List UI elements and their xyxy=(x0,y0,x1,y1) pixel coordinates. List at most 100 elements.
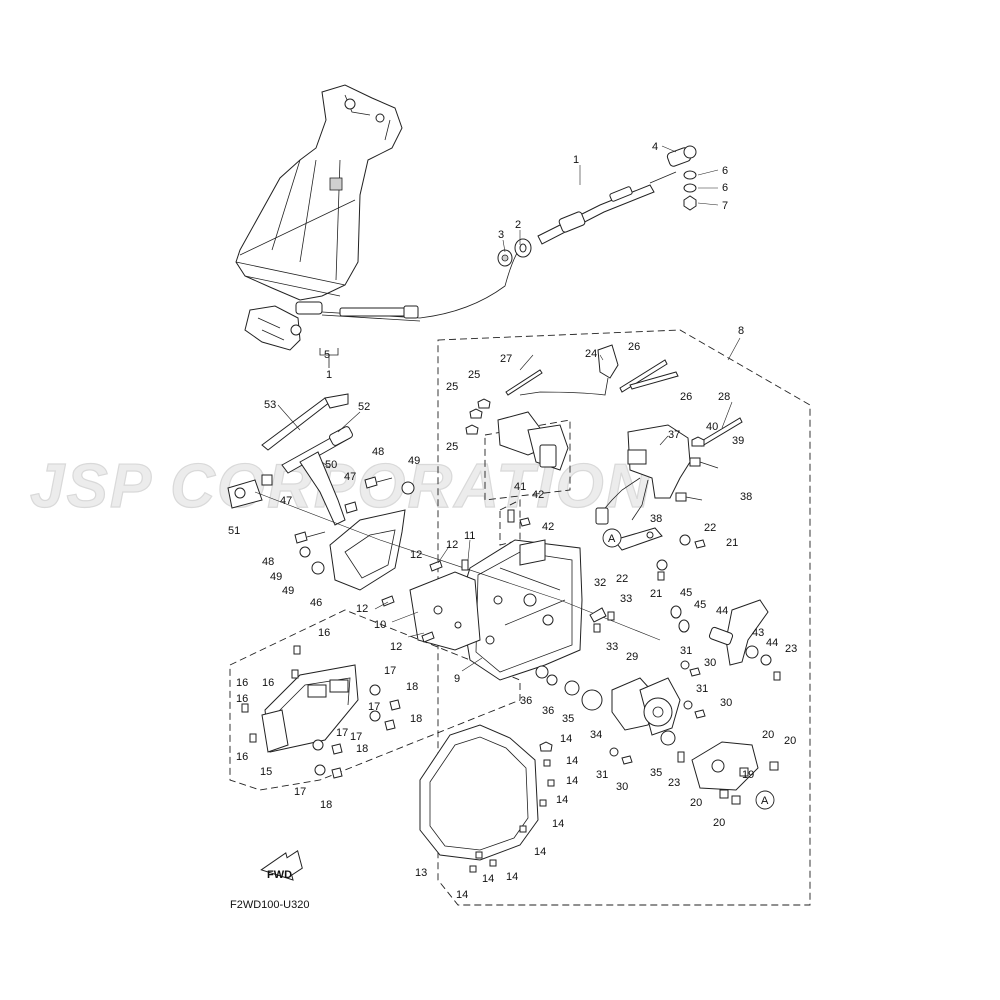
diagram-code: F2WD100-U320 xyxy=(230,899,309,911)
callout-14d: 14 xyxy=(556,794,568,806)
callout-20c: 20 xyxy=(690,797,702,809)
callout-31c: 31 xyxy=(596,769,608,781)
callout-17d: 17 xyxy=(350,731,362,743)
callout-16b: 16 xyxy=(262,677,274,689)
callout-31a: 31 xyxy=(680,645,692,657)
callout-50: 50 xyxy=(325,459,337,471)
ecu-bolts xyxy=(312,684,401,779)
callout-17b: 17 xyxy=(368,701,380,713)
lever-links xyxy=(227,393,353,526)
callout-46: 46 xyxy=(310,597,322,609)
callout-26a: 26 xyxy=(628,341,640,353)
ref-bracket-5 xyxy=(319,348,339,368)
callout-33a: 33 xyxy=(620,593,632,605)
trim-actuator xyxy=(595,424,691,551)
callout-18d: 18 xyxy=(320,799,332,811)
callout-5: 5 xyxy=(324,349,330,361)
callout-42a: 42 xyxy=(532,489,544,501)
bracket-bolts xyxy=(381,559,469,643)
callout-29: 29 xyxy=(626,651,638,663)
callout-13: 13 xyxy=(415,867,427,879)
callout-45b: 45 xyxy=(694,599,706,611)
callout-37: 37 xyxy=(668,429,680,441)
callout-11: 11 xyxy=(464,530,475,542)
callout-30b: 30 xyxy=(720,697,732,709)
callout-14b: 14 xyxy=(566,755,578,767)
fwd-arrow: FWD xyxy=(260,849,303,881)
callout-33b: 33 xyxy=(606,641,618,653)
callout-40: 40 xyxy=(706,421,718,433)
cable-ties xyxy=(505,359,743,447)
callout-48b: 48 xyxy=(262,556,274,568)
callout-16e: 16 xyxy=(236,751,248,763)
assembly-boundary-ecu xyxy=(229,609,521,791)
control-cable xyxy=(321,171,677,322)
ecu-screws xyxy=(241,645,301,743)
callout-28: 28 xyxy=(718,391,730,403)
callout-8: 8 xyxy=(738,325,744,337)
callout-circle-a-bottom: A xyxy=(755,790,775,810)
callout-14g: 14 xyxy=(482,873,494,885)
callout-25b: 25 xyxy=(468,369,480,381)
output-lever xyxy=(670,599,772,666)
callout-47a: 47 xyxy=(344,471,356,483)
callout-6a: 6 xyxy=(722,165,728,177)
callout-7: 7 xyxy=(722,200,728,212)
callout-5-ref: 1 xyxy=(326,369,332,381)
callout-20a: 20 xyxy=(762,729,774,741)
motor-fasteners xyxy=(609,660,706,765)
callout-circle-a-top: A xyxy=(602,528,622,548)
callout-16a: 16 xyxy=(318,627,330,639)
callout-43: 43 xyxy=(752,627,764,639)
cover-screws xyxy=(469,759,555,873)
callout-42b: 42 xyxy=(542,521,554,533)
callout-44b: 44 xyxy=(766,637,778,649)
sensor-bracket xyxy=(465,344,619,471)
callout-14a: 14 xyxy=(560,733,572,745)
callout-2: 2 xyxy=(515,219,521,231)
callout-16c: 16 xyxy=(236,677,248,689)
callout-4: 4 xyxy=(652,141,658,153)
callout-24: 24 xyxy=(585,348,597,360)
callout-14h: 14 xyxy=(506,871,518,883)
callout-25a: 25 xyxy=(446,381,458,393)
trim-motor xyxy=(535,665,681,746)
callout-9: 9 xyxy=(454,673,460,685)
callout-38a: 38 xyxy=(740,491,752,503)
callout-14f: 14 xyxy=(534,846,546,858)
callout-14i: 14 xyxy=(456,889,468,901)
lever-bolts xyxy=(294,476,415,575)
mounting-plate xyxy=(329,509,481,651)
sensor-screws xyxy=(507,509,531,527)
callout-18c: 18 xyxy=(356,743,368,755)
callout-21a: 21 xyxy=(726,537,738,549)
callout-16d: 16 xyxy=(236,693,248,705)
callout-49c: 49 xyxy=(282,585,294,597)
callout-52: 52 xyxy=(358,401,370,413)
callout-12c: 12 xyxy=(356,603,368,615)
cover-13 xyxy=(419,724,553,861)
callout-10: 10 xyxy=(374,619,386,631)
callout-47b: 47 xyxy=(280,495,292,507)
callout-12b: 12 xyxy=(410,549,422,561)
callout-20b: 20 xyxy=(784,735,796,747)
callout-19: 19 xyxy=(742,769,754,781)
steering-bracket xyxy=(459,539,583,681)
callout-17c: 17 xyxy=(336,727,348,739)
callout-21b: 21 xyxy=(650,588,662,600)
callout-23a: 23 xyxy=(785,643,797,655)
callout-44a: 44 xyxy=(716,605,728,617)
callout-circle-a-top-label: A xyxy=(608,533,616,545)
callout-38b: 38 xyxy=(650,513,662,525)
callout-15: 15 xyxy=(260,766,272,778)
callout-41: 41 xyxy=(514,481,526,493)
callout-51: 51 xyxy=(228,525,240,537)
fwd-arrow-label: FWD xyxy=(267,869,292,881)
callout-35a: 35 xyxy=(562,713,574,725)
callout-6b: 6 xyxy=(722,182,728,194)
callout-22b: 22 xyxy=(616,573,628,585)
actuator-bolts xyxy=(675,436,719,502)
callout-3: 3 xyxy=(498,229,504,241)
leader-lines xyxy=(277,145,741,672)
